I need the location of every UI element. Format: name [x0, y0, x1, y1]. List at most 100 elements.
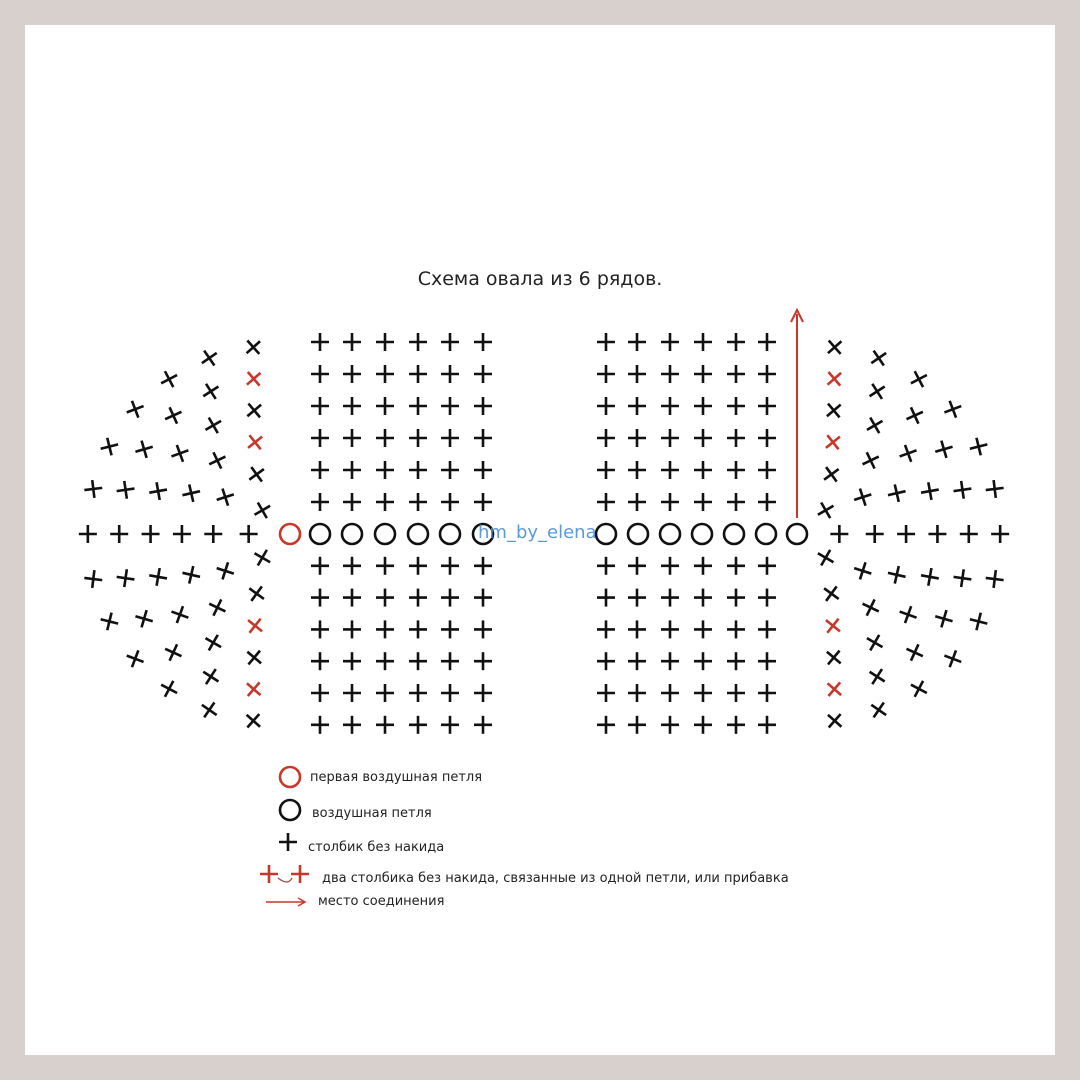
single-crochet-icon — [171, 605, 189, 624]
single-crochet-icon — [441, 652, 459, 671]
single-crochet-icon — [204, 634, 222, 652]
single-crochet-icon — [474, 715, 492, 734]
single-crochet-icon — [474, 620, 492, 639]
chain-icon — [340, 522, 364, 546]
single-crochet-icon — [853, 488, 872, 507]
single-crochet-icon — [758, 461, 776, 479]
single-crochet-icon — [248, 585, 265, 602]
single-crochet-icon — [160, 370, 178, 388]
single-crochet-icon — [866, 416, 884, 434]
single-crochet-icon — [311, 588, 329, 607]
single-crochet-icon — [311, 684, 329, 702]
single-crochet-icon — [311, 429, 329, 447]
legend-item-chain: воздушная петля — [312, 806, 432, 821]
single-crochet-icon — [969, 612, 988, 631]
single-crochet-icon — [474, 493, 492, 511]
single-crochet-icon — [311, 461, 329, 479]
single-crochet-icon — [628, 684, 646, 702]
single-crochet-icon — [343, 397, 361, 415]
single-crochet-icon — [823, 466, 840, 483]
single-crochet-icon — [164, 643, 183, 662]
single-crochet-icon — [943, 400, 962, 419]
single-crochet-icon — [597, 556, 615, 575]
single-crochet-icon — [376, 652, 394, 671]
single-crochet-icon — [376, 620, 394, 639]
legend-item-join: место соединения — [318, 894, 445, 909]
single-crochet-icon — [694, 652, 712, 671]
single-crochet-icon — [910, 680, 928, 698]
single-crochet-icon — [474, 588, 492, 607]
single-crochet-icon — [474, 684, 492, 702]
single-crochet-icon — [311, 620, 329, 639]
single-crochet-icon — [694, 333, 712, 351]
single-crochet-icon — [727, 397, 745, 415]
single-crochet-icon — [474, 397, 492, 415]
single-crochet-icon — [441, 556, 459, 575]
single-crochet-icon — [141, 525, 160, 543]
single-crochet-icon — [376, 588, 394, 607]
chain-icon — [373, 522, 397, 546]
single-crochet-icon — [953, 569, 972, 588]
single-crochet-icon — [661, 620, 679, 639]
single-crochet-icon — [474, 652, 492, 671]
single-crochet-icon — [343, 493, 361, 511]
single-crochet-icon — [116, 480, 135, 499]
single-crochet-icon — [84, 569, 103, 589]
single-crochet-icon — [943, 649, 962, 668]
single-crochet-icon — [758, 333, 776, 351]
single-crochet-icon — [110, 525, 129, 543]
single-crochet-icon — [827, 713, 843, 729]
single-crochet-icon — [182, 484, 201, 503]
chain-icon — [406, 522, 430, 546]
chain-icon — [722, 522, 746, 546]
single-crochet-icon — [870, 349, 887, 367]
single-crochet-icon — [827, 339, 843, 355]
single-crochet-icon — [928, 525, 947, 543]
single-crochet-icon — [727, 493, 745, 511]
single-crochet-icon — [204, 416, 222, 434]
single-crochet-icon — [409, 365, 427, 383]
single-crochet-icon — [628, 365, 646, 383]
single-crochet-icon — [160, 680, 178, 698]
single-crochet-icon — [694, 620, 712, 639]
single-crochet-icon — [661, 588, 679, 607]
single-crochet-icon — [376, 684, 394, 702]
increase-stitch-icon — [246, 371, 262, 387]
single-crochet-icon — [817, 501, 835, 519]
single-crochet-icon — [441, 715, 459, 734]
single-crochet-icon — [343, 429, 361, 447]
single-crochet-icon — [253, 549, 271, 567]
increase-icon — [291, 865, 309, 883]
single-crochet-icon — [597, 365, 615, 383]
single-crochet-icon — [694, 429, 712, 447]
single-crochet-icon — [826, 649, 842, 666]
single-crochet-icon — [661, 397, 679, 415]
single-crochet-icon — [694, 715, 712, 734]
single-crochet-icon — [343, 556, 361, 575]
single-crochet-icon — [758, 365, 776, 383]
single-crochet-icon — [661, 715, 679, 734]
single-crochet-icon — [628, 461, 646, 479]
chain-icon — [658, 522, 682, 546]
single-crochet-icon — [661, 461, 679, 479]
single-crochet-icon — [905, 643, 924, 662]
plus-icon — [279, 833, 297, 851]
single-crochet-icon — [897, 525, 916, 543]
single-crochet-icon — [861, 598, 880, 617]
single-crochet-icon — [694, 493, 712, 511]
single-crochet-icon — [727, 333, 745, 351]
legend-item-first-chain: первая воздушная петля — [310, 770, 483, 785]
single-crochet-icon — [905, 406, 924, 425]
single-crochet-icon — [208, 451, 227, 470]
legend-item-single-crochet: столбик без накида — [308, 840, 445, 855]
single-crochet-icon — [861, 451, 880, 470]
increase-arc — [277, 877, 293, 883]
increase-stitch-icon — [247, 434, 263, 451]
single-crochet-icon — [953, 480, 972, 499]
single-crochet-icon — [246, 649, 262, 666]
single-crochet-icon — [597, 333, 615, 351]
single-crochet-icon — [597, 397, 615, 415]
single-crochet-icon — [887, 484, 906, 503]
single-crochet-icon — [887, 565, 906, 584]
